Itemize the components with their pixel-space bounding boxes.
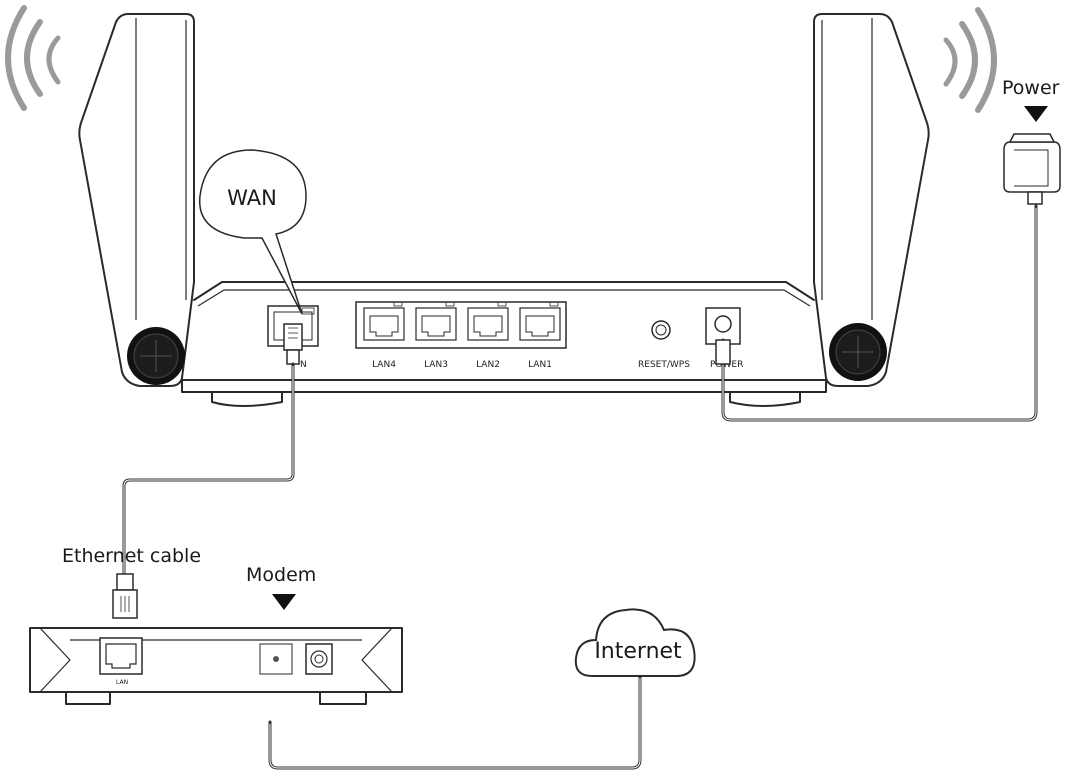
left-antenna (78, 13, 195, 387)
wifi-signal-icon (5, 5, 61, 111)
power-adapter-icon (1003, 133, 1061, 205)
modem: LAN (29, 627, 403, 705)
down-arrow-icon (1024, 106, 1048, 122)
modem-lan-port[interactable] (99, 637, 143, 675)
power-plug-icon (715, 339, 731, 365)
lan-port-label: LAN1 (528, 360, 552, 370)
wifi-signal-icon (943, 7, 997, 113)
ethernet-plug-icon (112, 573, 138, 619)
lan-port-label: LAN3 (424, 360, 448, 370)
lan-port-label: LAN2 (476, 360, 500, 370)
modem-power-port[interactable] (305, 643, 333, 675)
ethernet-plug-icon (283, 323, 303, 365)
lan-port-label: LAN4 (372, 360, 396, 370)
modem-label: Modem (246, 564, 316, 586)
wan-callout: WAN (199, 149, 307, 315)
cloud-icon (574, 608, 696, 677)
reset-wps-label: RESET/WPS (638, 360, 690, 370)
internet-cable-line (268, 674, 642, 770)
internet-label: Internet (594, 639, 682, 664)
left-antenna-hinge (127, 327, 185, 385)
power-port-label: POWER (710, 360, 743, 370)
lan-port-lan4[interactable] (363, 301, 405, 341)
modem-button[interactable] (259, 643, 293, 675)
power-cable-line (721, 204, 1038, 422)
wan-port-label: N (300, 360, 307, 370)
ethernet-cable-label: Ethernet cable (62, 545, 201, 567)
lan-port-lan3[interactable] (415, 301, 457, 341)
lan-port-lan2[interactable] (467, 301, 509, 341)
modem-lan-label: LAN (116, 679, 128, 686)
lan-port-group (355, 301, 567, 349)
power-label: Power (1002, 77, 1060, 99)
router: N LAN4 LAN3 LAN2 LAN1 RESET/WPS POWER (78, 13, 930, 407)
down-arrow-icon (272, 594, 296, 610)
wan-callout-text: WAN (227, 186, 277, 210)
lan-port-lan1[interactable] (519, 301, 561, 341)
reset-wps-button[interactable] (651, 320, 671, 340)
power-port[interactable] (705, 307, 741, 345)
right-antenna (813, 13, 930, 387)
right-antenna-hinge (829, 323, 887, 381)
